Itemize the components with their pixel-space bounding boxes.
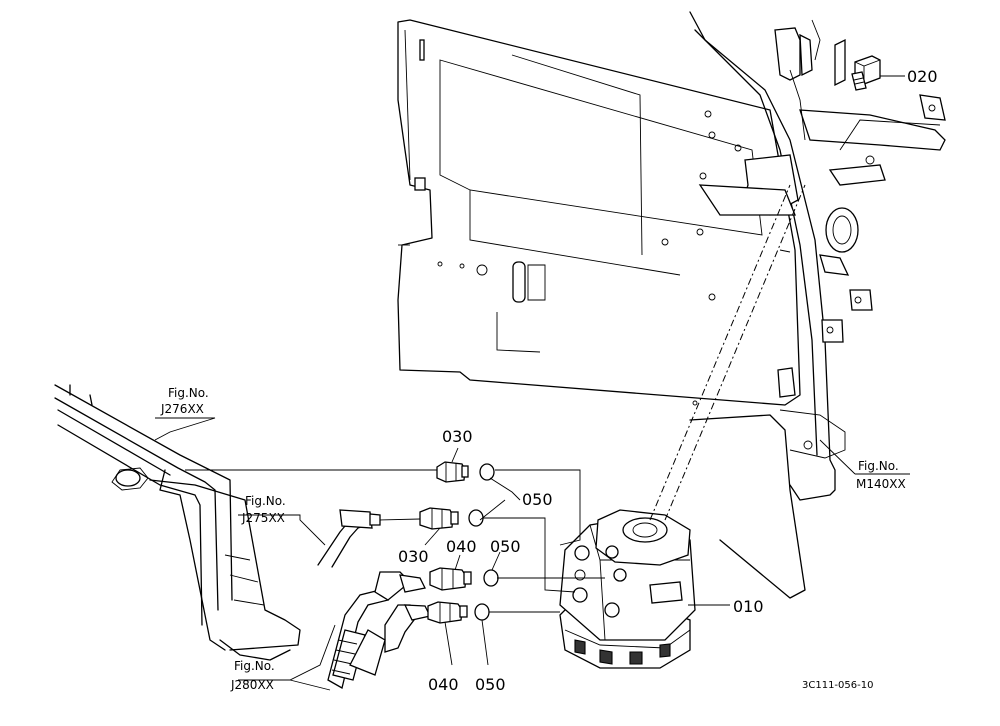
fig-ref-j275-code: J275XX: [241, 511, 285, 525]
fitting-030-top: [436, 461, 469, 483]
hose-j280: [327, 571, 431, 689]
callout-010: 010: [733, 597, 764, 616]
fig-ref-j280-label: Fig.No.: [234, 659, 275, 673]
callout-050-bottom: 050: [475, 675, 506, 694]
oring-050-bottom: [474, 603, 490, 621]
fig-ref-j280: Fig.No. J280XX: [230, 659, 275, 692]
oring-050-low: [483, 569, 499, 587]
fitting-040-mid: [429, 567, 472, 591]
fig-ref-j275-label: Fig.No.: [245, 494, 286, 508]
fig-ref-j275: Fig.No. J275XX: [241, 494, 286, 525]
fig-ref-m140-code: M140XX: [856, 477, 906, 491]
fig-ref-j280-code: J280XX: [230, 678, 274, 692]
callout-050-mid: 050: [490, 537, 521, 556]
callout-040-mid: 040: [446, 537, 477, 556]
drawing-code: 3C111-056-10: [802, 680, 873, 691]
steering-unit-010: [559, 509, 696, 669]
fig-ref-j276-code: J276XX: [160, 402, 204, 416]
fig-ref-m140-label: Fig.No.: [858, 459, 899, 473]
leader-lines: [154, 75, 910, 691]
oring-050-mid: [468, 509, 484, 527]
hose-j275: [317, 509, 381, 568]
oring-050-top: [479, 463, 495, 481]
callout-040-bottom: 040: [428, 675, 459, 694]
callout-020: 020: [907, 67, 938, 86]
frame-bracket: [689, 11, 946, 599]
assembly-lines: [185, 184, 806, 613]
fig-ref-j276-label: Fig.No.: [168, 386, 209, 400]
fig-ref-m140: Fig.No. M140XX: [856, 459, 906, 491]
callout-030-mid: 030: [398, 547, 429, 566]
fig-ref-j276: Fig.No. J276XX: [160, 386, 209, 416]
callout-050-top: 050: [522, 490, 553, 509]
fitting-040-low: [427, 601, 468, 624]
fitting-030-mid: [419, 507, 459, 530]
callout-030-top: 030: [442, 427, 473, 446]
left-frame: [54, 384, 301, 661]
dash-panel: [397, 19, 801, 406]
bolt-020: [851, 55, 881, 91]
